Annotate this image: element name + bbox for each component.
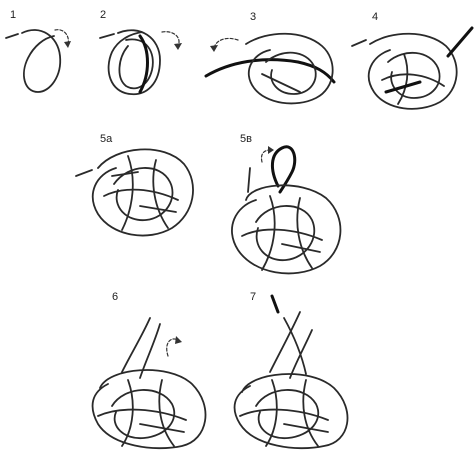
step-2-figure: 2 — [100, 9, 182, 94]
rope-end-left — [6, 34, 18, 38]
rope-weave-a — [240, 410, 328, 420]
step-3-label: 3 — [250, 11, 256, 23]
step-2-label: 2 — [100, 9, 106, 21]
step-3-figure: 3 — [206, 11, 334, 103]
step-5v-figure: 5в — [232, 133, 341, 273]
step-5v-label: 5в — [240, 133, 252, 145]
arrow-head — [64, 41, 71, 48]
rope-weave-d — [112, 172, 138, 176]
working-strand-end — [448, 28, 472, 56]
arrow-head — [174, 43, 182, 50]
rope-loop-outer — [93, 149, 193, 235]
rope-weave-b — [266, 380, 277, 446]
step-4-figure: 4 — [352, 11, 472, 109]
rope-weave-b — [122, 380, 133, 446]
rope-weave-d — [284, 424, 328, 432]
step-5a-label: 5a — [100, 133, 113, 145]
step-6-figure: 6 — [93, 291, 206, 448]
rope-end-left — [76, 170, 92, 176]
rope-weave-a — [242, 230, 322, 240]
rope-end-left — [248, 168, 250, 192]
step-5a-figure: 5a — [76, 133, 193, 236]
step-6-label: 6 — [112, 291, 118, 303]
rope-weave-d — [140, 424, 184, 432]
step-1-label: 1 — [10, 9, 16, 21]
arrow-head — [175, 336, 182, 344]
rope-end-left — [100, 34, 114, 38]
rope-loop-inner — [256, 206, 314, 260]
working-strand-end — [272, 296, 278, 312]
step-7-label: 7 — [250, 291, 256, 303]
rope-end-left — [352, 40, 366, 46]
arrow-head — [268, 146, 274, 154]
arrow-head — [210, 45, 218, 52]
step-4-label: 4 — [372, 11, 378, 23]
rope-weave-a — [104, 190, 178, 200]
step-1-figure: 1 — [6, 9, 71, 92]
direction-arrow — [214, 38, 238, 48]
rope-cross — [262, 74, 300, 92]
rope-loop — [22, 30, 60, 92]
step-7-figure: 7 — [235, 291, 348, 448]
